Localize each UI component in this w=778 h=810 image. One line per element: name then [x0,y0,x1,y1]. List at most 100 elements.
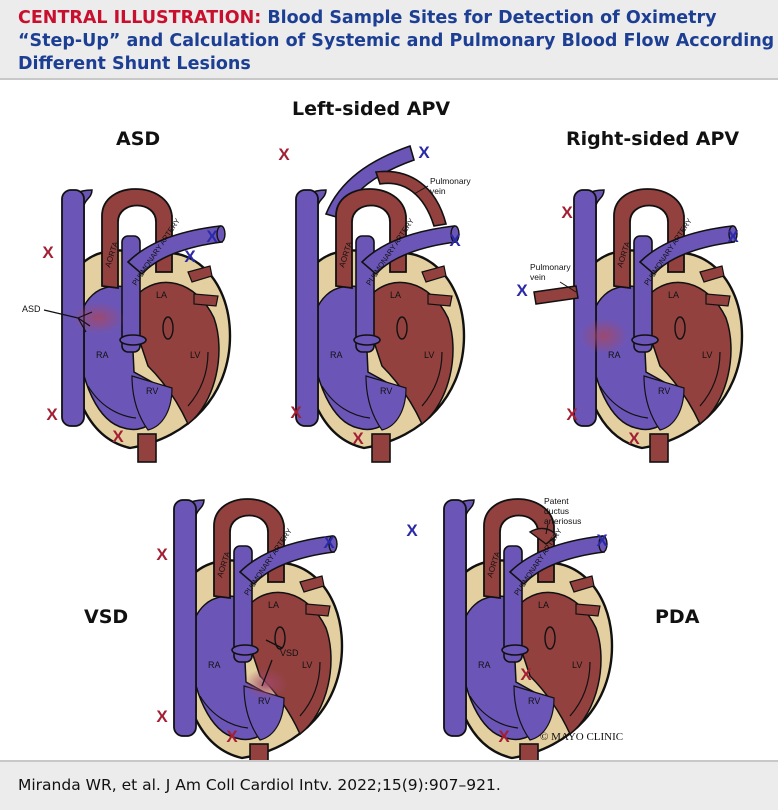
systemic-sample-marker: X [112,427,124,446]
pulmonary-artery-label: PULMONARY ARTERY [642,217,694,288]
la-label: LA [390,290,401,300]
ra-label: RA [208,660,221,670]
pulmonary-sample-marker: X [516,281,528,300]
right-apv-leader [559,281,577,293]
pulmonary-vein [374,170,447,227]
ra-label: RA [478,660,491,670]
systemic-sample-marker: X [156,545,168,564]
rv-label: RV [380,386,392,396]
pulmonary-sample-marker: X [323,533,335,552]
pulmonary-sample-marker: X [596,531,608,550]
annotation-line: vein [530,272,546,282]
aorta-label: AORTA [215,550,232,579]
rv-label: RV [528,696,540,706]
pulmonary-artery-label: PULMONARY ARTERY [512,527,564,598]
panel-title-asd: ASD [116,128,161,150]
rv-label: RV [146,386,158,396]
systemic-sample-marker: X [156,707,168,726]
pulmonary-sample-marker: X [184,247,196,266]
annotation-line: Pulmonary [530,262,571,272]
annotation-line: Patent [544,496,569,506]
header-label: CENTRAL ILLUSTRATION: [18,8,262,28]
heart-left-apv [294,144,466,464]
ra-label: RA [330,350,343,360]
pulmonary-sample-marker: X [206,227,218,246]
annotation-line: vein [430,186,446,196]
pulmonary-artery-label: PULMONARY ARTERY [364,217,416,288]
systemic-sample-marker: X [566,405,578,424]
la-label: LA [156,290,167,300]
systemic-sample-marker: X [278,145,290,164]
la-label: LA [668,290,679,300]
panel-title-vsd: VSD [84,606,129,628]
lv-label: LV [702,350,712,360]
heart-right-apv [533,187,744,464]
asd-annotation-label: ASD [22,304,41,314]
aorta-label: AORTA [615,240,632,269]
ductus-arteriosus [528,527,557,545]
lv-label: LV [424,350,434,360]
copyright: © MAYO CLINIC [540,731,624,743]
header-title-line-1: Blood Sample Sites for Detection of Oxim… [267,8,717,28]
footer: Miranda WR, et al. J Am Coll Cardiol Int… [0,760,778,810]
rv-label: RV [658,386,670,396]
systemic-sample-marker: X [42,243,54,262]
systemic-sample-marker: X [352,429,364,448]
annotation-line: ductus [544,506,569,516]
pulmonary-sample-marker: X [418,143,430,162]
vsd-arrows [261,639,283,687]
ra-label: RA [96,350,109,360]
systemic-sample-marker: X [628,429,640,448]
systemic-sample-marker: X [520,665,532,684]
pda-leader [545,523,549,535]
aorta-label: AORTA [485,550,502,579]
asd-arrows [43,309,93,333]
systemic-sample-marker: X [561,203,573,222]
header-line-1: CENTRAL ILLUSTRATION: Blood Sample Sites… [18,8,717,29]
citation: Miranda WR, et al. J Am Coll Cardiol Int… [18,776,501,794]
lv-label: LV [302,660,312,670]
header-title-line-2: “Step-Up” and Calculation of Systemic an… [18,31,778,51]
pulmonary-artery-label: PULMONARY ARTERY [242,527,294,598]
rv-label: RV [258,696,270,706]
annotation-asd: ASD [22,304,93,333]
systemic-sample-marker: X [290,403,302,422]
header-title-line-3: Different Shunt Lesions [18,54,251,74]
systemic-sample-marker: X [498,727,510,746]
lv-label: LV [190,350,200,360]
annotation-line: arteriosus [544,516,581,526]
heart-vsd [172,497,344,774]
pulmonary-vein [533,285,579,305]
la-label: LA [538,600,549,610]
annotation-line: Pulmonary [430,176,471,186]
annotation-vsd: VSD [261,639,299,687]
header: CENTRAL ILLUSTRATION: Blood Sample Sites… [0,0,778,80]
panel-title-pda: PDA [655,606,700,628]
panel-title-left-apv: Left-sided APV [292,98,451,120]
pulmonary-sample-marker: X [449,231,461,250]
systemic-sample-marker: X [46,405,58,424]
pulmonary-sample-marker: X [727,227,739,246]
vsd-annotation-label: VSD [280,648,299,658]
pulmonary-sample-marker: X [406,521,418,540]
vertical-vein [324,144,415,219]
lv-label: LV [572,660,582,670]
aorta-label: AORTA [337,240,354,269]
left-apv-leader [413,185,429,195]
heart-labels: AORTA PULMONARY ARTERY LA RA LV RV AORTA PULMON… [96,217,712,706]
pulmonary-artery-label: PULMONARY ARTERY [130,217,182,288]
systemic-sample-marker: X [226,727,238,746]
ra-label: RA [608,350,621,360]
la-label: LA [268,600,279,610]
aorta-label: AORTA [103,240,120,269]
panel-title-right-apv: Right-sided APV [566,128,740,150]
